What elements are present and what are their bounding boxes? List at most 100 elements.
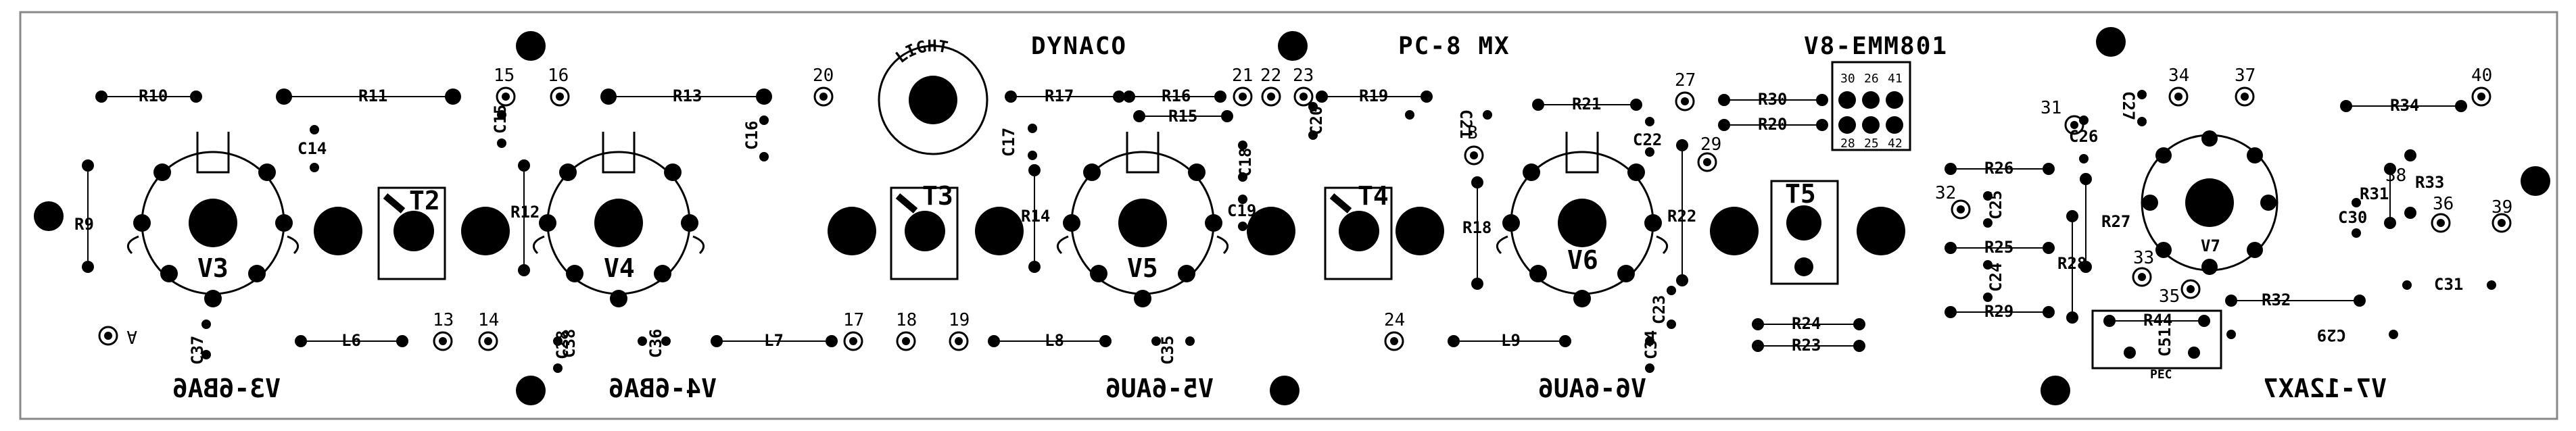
- inductors: L6 L7 L8 L9: [295, 331, 1571, 350]
- test-points: 15 16 20 21 22 23 27 29 31 32 33 34 35: [98, 66, 2512, 351]
- label-c30: C30: [2338, 208, 2367, 227]
- label-r24: R24: [1792, 314, 1821, 333]
- pec-block: C51 PEC: [2091, 309, 2222, 382]
- transformer-t3-label: T3: [922, 181, 953, 211]
- tp-37: 37: [2235, 66, 2256, 86]
- label-r25: R25: [1984, 238, 2013, 257]
- tp-40: 40: [2471, 66, 2492, 86]
- tp-14: 14: [478, 310, 499, 330]
- transformer-t5: T5: [1770, 179, 1839, 285]
- transformer-t2: T2: [377, 186, 446, 280]
- tp-34: 34: [2168, 66, 2189, 86]
- label-r31: R31: [2360, 184, 2389, 203]
- label-c37: C37: [188, 336, 207, 365]
- tube-v7-label: V7: [2201, 236, 2220, 255]
- tp-33: 33: [2133, 248, 2154, 268]
- label-c29: C29: [2317, 326, 2346, 345]
- label-r19: R19: [1359, 86, 1388, 105]
- bottom-label-v5: V5-6AU6: [1105, 374, 1214, 403]
- label-c20: C20: [1307, 106, 1326, 135]
- transformer-t4-label: T4: [1358, 181, 1389, 211]
- label-c27: C27: [2119, 91, 2138, 120]
- tp-13: 13: [433, 310, 454, 330]
- tube-v3: V3: [126, 132, 300, 307]
- label-c15: C15: [491, 105, 510, 134]
- tube-v5: V5: [1056, 132, 1229, 307]
- label-r10: R10: [139, 86, 168, 105]
- tube-v5-label: V5: [1127, 253, 1158, 283]
- tp-29: 29: [1700, 134, 1721, 155]
- label-r9: R9: [74, 215, 94, 234]
- label-c38: C38: [560, 329, 579, 358]
- label-r22: R22: [1667, 207, 1696, 226]
- tp-35: 35: [2159, 286, 2180, 307]
- label-c26: C26: [2069, 127, 2098, 146]
- transformer-t2-label: T2: [409, 186, 440, 216]
- tp-17: 17: [843, 310, 864, 330]
- tube-v3-label: V3: [197, 253, 229, 283]
- label-r11: R11: [358, 86, 387, 105]
- label-r23: R23: [1792, 336, 1821, 355]
- label-r15: R15: [1168, 107, 1197, 126]
- connector-pin-42: 42: [1888, 136, 1903, 151]
- bottom-labels: V3-6BA6 V4-6BA6 V5-6AU6 V6-6AU6 V7-12AX7: [172, 374, 2387, 403]
- connector-pin-30: 30: [1840, 72, 1855, 86]
- tube-v7: V7: [2141, 130, 2279, 275]
- connector-pin-26: 26: [1864, 72, 1879, 86]
- label-r21: R21: [1572, 95, 1601, 113]
- tp-22: 22: [1260, 66, 1281, 86]
- title-board: V8-EMM801: [1804, 32, 1948, 60]
- label-l7: L7: [764, 331, 784, 350]
- title-brand: DYNACO: [1031, 32, 1127, 60]
- transformer-t3: T3: [890, 181, 959, 280]
- label-r30: R30: [1758, 90, 1787, 109]
- connector-pin-25: 25: [1864, 136, 1879, 151]
- label-c19: C19: [1227, 201, 1256, 220]
- tp-39: 39: [2491, 197, 2512, 218]
- label-r34: R34: [2390, 96, 2419, 115]
- label-c21: C21: [1456, 109, 1475, 138]
- transformer-t5-label: T5: [1785, 179, 1816, 209]
- label-c31: C31: [2434, 275, 2463, 294]
- tp-16: 16: [548, 66, 569, 86]
- bottom-label-v7: V7-12AX7: [2263, 374, 2387, 403]
- connector-block: 30 26 41 28 25 42: [1831, 61, 1911, 151]
- bottom-label-v6: V6-6AU6: [1538, 374, 1646, 403]
- tube-v4: V4: [532, 132, 705, 307]
- tp-20: 20: [813, 66, 834, 86]
- label-r33: R33: [2415, 173, 2444, 192]
- label-r32: R32: [2262, 290, 2291, 309]
- tube-v6: V6: [1496, 132, 1669, 307]
- tp-27: 27: [1675, 70, 1696, 91]
- label-r20: R20: [1758, 115, 1787, 134]
- label-r13: R13: [673, 86, 702, 105]
- tp-36: 36: [2433, 194, 2454, 214]
- tube-v6-label: V6: [1567, 245, 1598, 275]
- tube-v4-label: V4: [604, 253, 635, 283]
- label-r17: R17: [1045, 86, 1074, 105]
- label-c14: C14: [297, 139, 327, 158]
- tp-A: A: [126, 326, 137, 347]
- pec-label: PEC: [2150, 367, 2172, 382]
- label-l8: L8: [1045, 331, 1064, 350]
- label-c51: C51: [2155, 328, 2174, 357]
- label-r14: R14: [1021, 207, 1050, 226]
- title-model: PC-8 MX: [1398, 32, 1510, 60]
- label-c23: C23: [1650, 295, 1669, 324]
- mounting-holes: [34, 27, 2550, 405]
- bottom-label-v3: V3-6BA6: [172, 374, 281, 403]
- label-c28: C28: [553, 330, 572, 359]
- tp-21: 21: [1232, 66, 1253, 86]
- label-l6: L6: [341, 331, 361, 350]
- tp-31: 31: [2041, 98, 2061, 118]
- transformer-t4: T4: [1324, 181, 1393, 280]
- label-r18: R18: [1462, 218, 1492, 237]
- tp-23: 23: [1293, 66, 1314, 86]
- tp-15: 15: [494, 66, 515, 86]
- label-r44: R44: [2143, 311, 2172, 330]
- label-r28: R28: [2057, 254, 2086, 273]
- connector-pin-28: 28: [1840, 136, 1855, 151]
- tp-19: 19: [949, 310, 970, 330]
- tp-38: 38: [2385, 166, 2406, 186]
